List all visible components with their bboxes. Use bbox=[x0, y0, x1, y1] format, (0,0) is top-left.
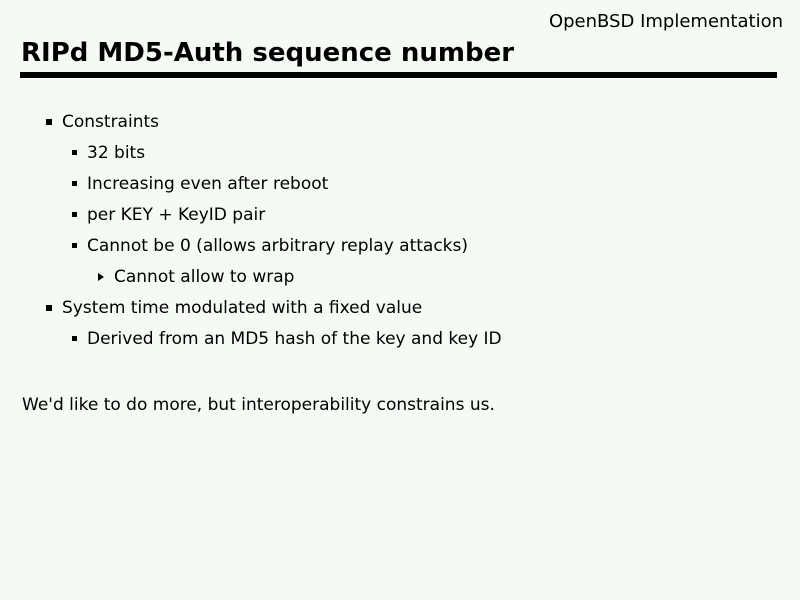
bullet-text: 32 bits bbox=[87, 142, 146, 163]
bullet-item: Increasing even after reboot bbox=[0, 168, 800, 199]
bullet-square-icon bbox=[46, 304, 52, 311]
bullet-square-icon bbox=[72, 150, 77, 155]
bullet-item: per KEY + KeyID pair bbox=[0, 199, 800, 230]
bullet-square-icon bbox=[72, 181, 77, 186]
bullet-text: Constraints bbox=[62, 111, 159, 132]
bullet-square-icon bbox=[72, 212, 77, 217]
bullet-item: Derived from an MD5 hash of the key and … bbox=[0, 323, 800, 354]
bullet-text: System time modulated with a fixed value bbox=[62, 297, 423, 318]
bullet-text: Increasing even after reboot bbox=[87, 173, 329, 194]
bullet-text: Derived from an MD5 hash of the key and … bbox=[87, 328, 502, 349]
bullet-text: per KEY + KeyID pair bbox=[87, 204, 266, 225]
header-right-label: OpenBSD Implementation bbox=[548, 11, 783, 32]
bullet-text: Cannot be 0 (allows arbitrary replay att… bbox=[87, 235, 469, 256]
bullet-item: 32 bits bbox=[0, 137, 800, 168]
bullet-item: Cannot be 0 (allows arbitrary replay att… bbox=[0, 230, 800, 261]
page-title: RIPd MD5-Auth sequence number bbox=[21, 38, 515, 68]
bullet-item: Constraints bbox=[0, 106, 800, 137]
title-rule-divider bbox=[20, 72, 777, 78]
bullet-text: Cannot allow to wrap bbox=[114, 266, 295, 287]
bullet-square-icon bbox=[46, 118, 52, 125]
bullet-square-icon bbox=[72, 336, 77, 341]
bullet-triangle-icon bbox=[98, 272, 104, 281]
bullet-square-icon bbox=[72, 243, 77, 248]
bullet-item: System time modulated with a fixed value bbox=[0, 292, 800, 323]
bullet-item: Cannot allow to wrap bbox=[0, 261, 800, 292]
footer-note: We'd like to do more, but interoperabili… bbox=[22, 395, 495, 415]
